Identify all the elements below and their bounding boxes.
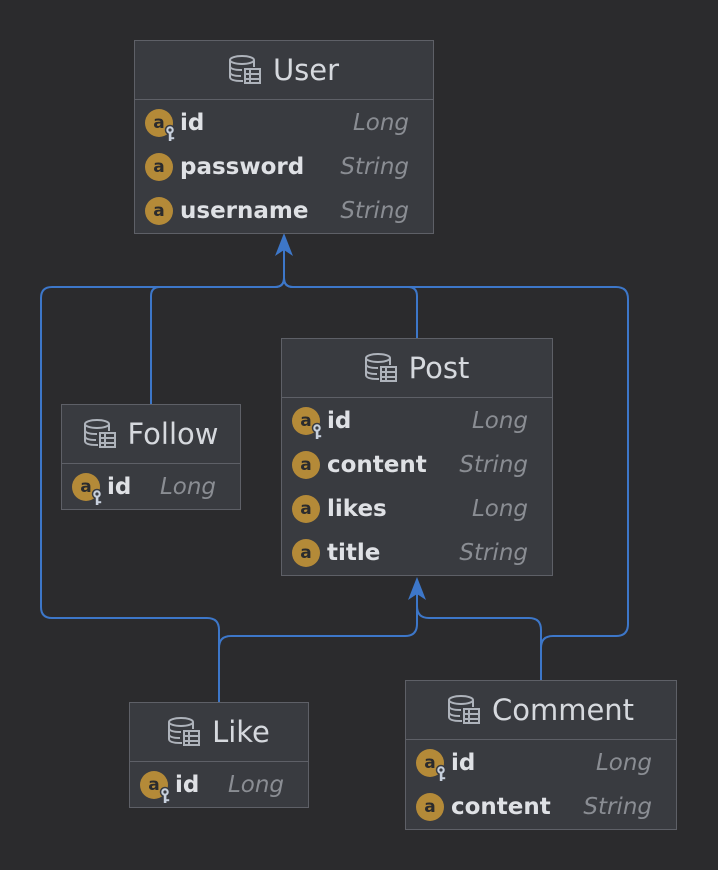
attribute-icon: a <box>292 495 320 523</box>
attribute-row[interactable]: a id Long <box>62 465 240 509</box>
relation-post-user <box>283 250 418 339</box>
database-table-icon <box>168 717 201 747</box>
attribute-row[interactable]: a id Long <box>406 741 676 785</box>
attribute-type: String <box>459 452 528 478</box>
attribute-type: Long <box>227 772 284 798</box>
arrowhead-post <box>408 577 426 600</box>
attribute-name: id <box>175 772 200 798</box>
primary-key-attribute-icon: a <box>292 407 323 439</box>
entity-comment[interactable]: Comment a id Long a content String <box>405 680 677 830</box>
attribute-row[interactable]: a id Long <box>130 763 308 807</box>
attribute-row[interactable]: a password String <box>135 145 433 189</box>
attribute-type: String <box>459 540 528 566</box>
attribute-name: id <box>180 110 205 136</box>
entity-user[interactable]: User a id Long a password String a usern… <box>134 40 434 234</box>
attribute-name: content <box>327 452 427 478</box>
entity-title: Follow <box>127 417 219 451</box>
attribute-type: Long <box>595 750 652 776</box>
entity-title: User <box>272 53 340 87</box>
primary-key-attribute-icon: a <box>72 473 103 505</box>
entity-header: Comment <box>406 681 676 740</box>
database-table-icon <box>228 55 261 85</box>
attribute-type: Long <box>471 496 528 522</box>
entity-title: Comment <box>491 693 635 727</box>
relation-comment-user <box>283 250 629 681</box>
attribute-name: password <box>180 154 305 180</box>
database-table-icon <box>364 353 397 383</box>
entity-follow[interactable]: Follow a id Long <box>61 404 241 510</box>
attribute-name: id <box>327 408 352 434</box>
relation-comment-post <box>416 594 542 681</box>
relation-follow-user <box>150 250 285 405</box>
attribute-icon: a <box>292 451 320 479</box>
entity-title: Post <box>408 351 470 385</box>
entity-header: Follow <box>62 405 240 464</box>
attribute-row[interactable]: a title String <box>282 531 552 575</box>
attribute-row[interactable]: a id Long <box>135 101 433 145</box>
entity-header: Like <box>130 703 308 762</box>
attribute-name: likes <box>327 496 387 522</box>
database-table-icon <box>447 695 480 725</box>
primary-key-attribute-icon: a <box>416 749 447 781</box>
attribute-row[interactable]: a username String <box>135 189 433 233</box>
attribute-icon: a <box>145 197 173 225</box>
attribute-row[interactable]: a likes Long <box>282 487 552 531</box>
attribute-type: Long <box>471 408 528 434</box>
entity-title: Like <box>212 715 270 749</box>
primary-key-attribute-icon: a <box>140 771 171 803</box>
attribute-type: String <box>340 154 409 180</box>
attribute-name: username <box>180 198 309 224</box>
attribute-row[interactable]: a id Long <box>282 399 552 443</box>
attribute-name: id <box>107 474 132 500</box>
primary-key-attribute-icon: a <box>145 109 176 141</box>
database-table-icon <box>83 419 116 449</box>
attribute-type: String <box>583 794 652 820</box>
attribute-row[interactable]: a content String <box>406 785 676 829</box>
attribute-name: title <box>327 540 381 566</box>
attribute-row[interactable]: a content String <box>282 443 552 487</box>
attribute-name: content <box>451 794 551 820</box>
attribute-icon: a <box>145 153 173 181</box>
attribute-type: Long <box>159 474 216 500</box>
entity-header: User <box>135 41 433 100</box>
entity-header: Post <box>282 339 552 398</box>
attribute-type: String <box>340 198 409 224</box>
relation-like-post <box>218 594 418 703</box>
attribute-icon: a <box>292 539 320 567</box>
attribute-type: Long <box>352 110 409 136</box>
arrowhead-user <box>275 233 293 256</box>
entity-like[interactable]: Like a id Long <box>129 702 309 808</box>
relation-like-user <box>40 250 285 703</box>
attribute-icon: a <box>416 793 444 821</box>
entity-post[interactable]: Post a id Long a content String a likes … <box>281 338 553 576</box>
attribute-name: id <box>451 750 476 776</box>
